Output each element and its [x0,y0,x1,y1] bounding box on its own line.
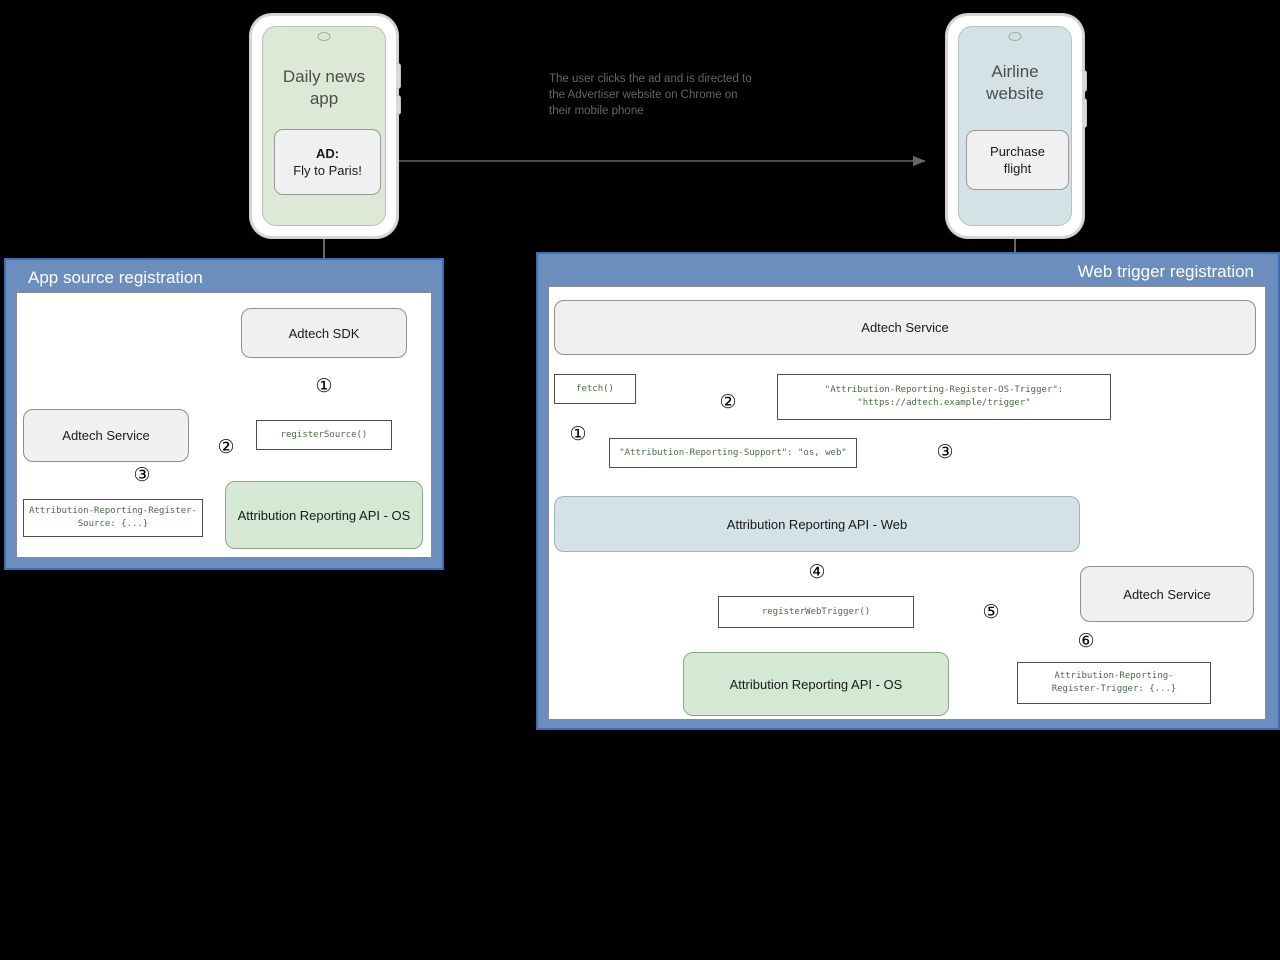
codebox-register-source-header: Attribution-Reporting-Register- Source: … [23,499,203,537]
phone-power-button-left[interactable] [396,95,401,115]
codebox-register-trigger-header: Attribution-Reporting- Register-Trigger:… [1017,662,1211,704]
ad-card[interactable]: AD: Fly to Paris! [274,129,381,195]
ad-card-label: AD: [315,146,340,161]
node-adtech-service-bottom[interactable]: Adtech Service [1080,566,1254,622]
phone-airline-website: Airline website Purchase flight [946,14,1084,238]
phone-screen-right [958,26,1072,226]
step-marker-2-right: ② [719,391,737,413]
ad-card-text: Fly to Paris! [293,163,362,178]
step-marker-3-right: ③ [936,441,954,463]
phone-volume-button-left[interactable] [396,63,401,89]
phone-daily-news-app: Daily news app AD: Fly to Paris! [250,14,398,238]
node-adtech-service-top[interactable]: Adtech Service [554,300,1256,355]
purchase-flight-line1: Purchase [990,144,1045,159]
phone-volume-button-right[interactable] [1082,70,1087,92]
purchase-flight-card[interactable]: Purchase flight [966,130,1069,190]
panel-left-title: App source registration [28,268,203,287]
step-marker-3-left: ③ [133,464,151,486]
step-marker-1-right: ① [569,423,587,445]
codebox-register-source: registerSource() [256,420,392,450]
annotation-user-click: The user clicks the ad and is directed t… [549,73,752,117]
codebox-attribution-reporting-support: "Attribution-Reporting-Support": "os, we… [609,438,857,468]
step-marker-4-right: ④ [808,561,826,583]
phone-power-button-right[interactable] [1082,98,1087,128]
node-ar-api-web[interactable]: Attribution Reporting API - Web [554,496,1080,552]
panel-right-title: Web trigger registration [1077,262,1254,281]
purchase-flight-line2: flight [1003,161,1032,176]
phone-camera-icon [317,32,331,41]
codebox-register-os-trigger: "Attribution-Reporting-Register-OS-Trigg… [777,374,1111,420]
node-ar-api-os-right[interactable]: Attribution Reporting API - OS [683,652,949,716]
phone-left-title: Daily news app [282,67,366,108]
step-marker-6-right: ⑥ [1077,630,1095,652]
node-adtech-service-left[interactable]: Adtech Service [23,409,189,462]
codebox-register-web-trigger: registerWebTrigger() [718,596,914,628]
node-adtech-sdk[interactable]: Adtech SDK [241,308,407,358]
phone-camera-icon-right [1008,32,1022,41]
step-marker-2-left: ② [217,436,235,458]
node-ar-api-os-left[interactable]: Attribution Reporting API - OS [225,481,423,549]
codebox-fetch: fetch() [554,374,636,404]
phone-right-title: Airline website [986,62,1044,103]
phone-screen-left [262,26,386,226]
step-marker-5-right: ⑤ [982,601,1000,623]
step-marker-1-left: ① [315,375,333,397]
